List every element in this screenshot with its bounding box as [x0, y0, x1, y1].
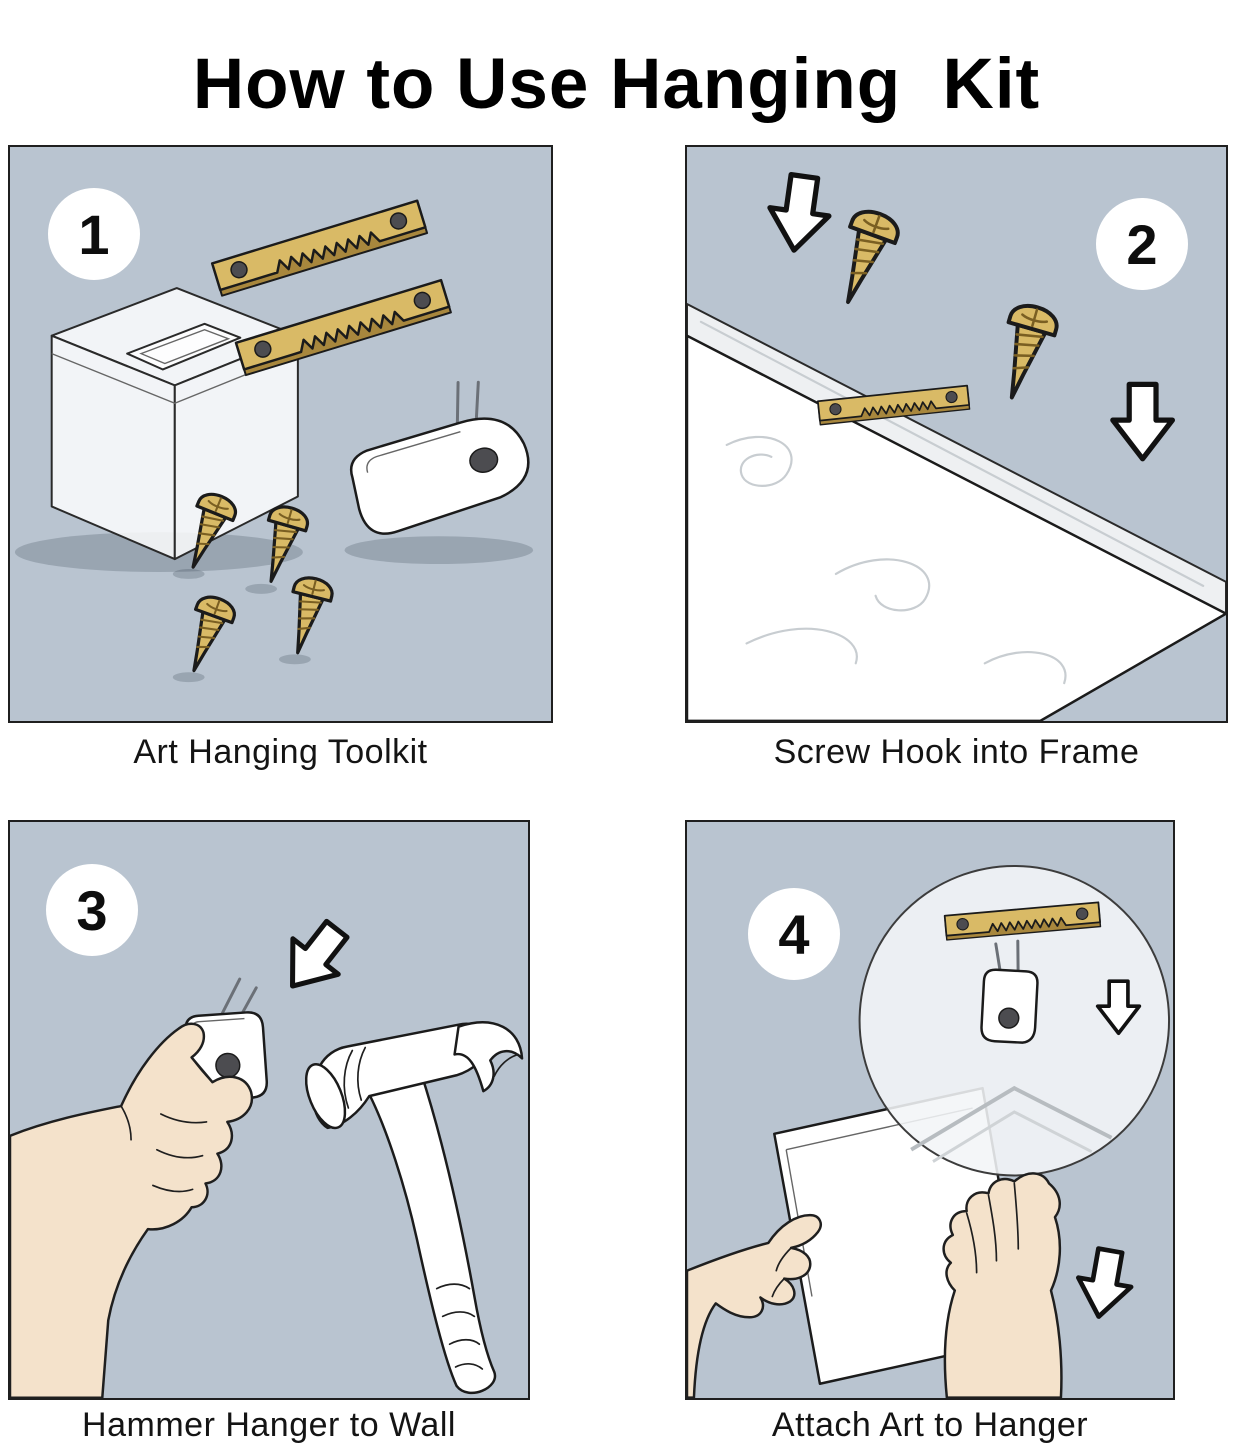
caption-step-3: Hammer Hanger to Wall [82, 1406, 456, 1444]
panel-step-4: 4 [685, 820, 1175, 1400]
screw-illustration [174, 590, 240, 679]
hand-illustration [10, 1022, 254, 1398]
down-arrow-icon [765, 172, 834, 254]
wall-hook-illustration [349, 380, 530, 535]
magnifier-circle-illustration [858, 865, 1171, 1177]
step-number-badge: 3 [46, 864, 138, 956]
step-number-badge: 2 [1096, 198, 1188, 290]
screw-hook-into-frame-illustration [687, 147, 1226, 721]
caption-step-2: Screw Hook into Frame [773, 733, 1140, 771]
screw-illustration [986, 298, 1063, 407]
caption-step-1: Art Hanging Toolkit [133, 733, 428, 771]
hammer-hanger-to-wall-illustration [10, 822, 524, 1398]
down-arrow-icon [270, 912, 360, 1004]
panel-step-3: 3 [8, 820, 530, 1400]
page-title: How to Use Hanging Kit [192, 44, 1041, 124]
screw-illustration [823, 203, 905, 313]
down-arrow-icon [1113, 384, 1173, 458]
step-number-badge: 1 [48, 188, 140, 280]
attach-art-to-hanger-illustration [687, 865, 1171, 1398]
caption-step-4: Attach Art to Hanger [771, 1406, 1089, 1444]
screw-illustration [277, 572, 337, 660]
step-number-badge: 4 [748, 888, 840, 980]
storage-box-illustration [50, 287, 299, 561]
wall-hook-illustration [980, 939, 1039, 1044]
left-hand-illustration [687, 1213, 822, 1398]
toolkit-illustration [14, 199, 534, 683]
right-hand-illustration [942, 1172, 1063, 1398]
panel-step-2: 2 [685, 145, 1228, 723]
hammer-illustration [304, 1021, 524, 1395]
sawtooth-hanger-illustration [210, 199, 429, 297]
panel-step-1: 1 [8, 145, 553, 723]
down-arrow-icon [1072, 1246, 1136, 1321]
wood-frame-illustration [687, 302, 1226, 721]
